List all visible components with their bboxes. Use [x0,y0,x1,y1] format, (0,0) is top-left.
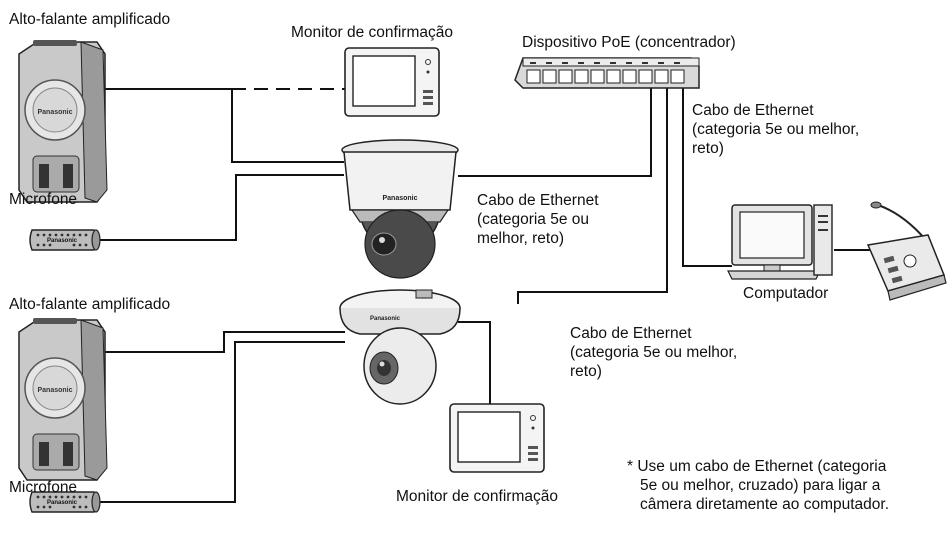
svg-text:Panasonic: Panasonic [47,238,78,244]
computer-label: Computador [743,285,829,302]
poe-hub-icon [514,57,700,89]
svg-text:Panasonic: Panasonic [47,500,78,506]
dome-camera-icon: Panasonic [339,289,461,405]
microphone-icon: Panasonic [29,229,101,251]
microphone-label: Microfone [9,191,78,208]
confirmation-monitor-label: Monitor de confirmação [291,24,453,41]
amplified-speaker-label: Alto-falante amplificado [9,296,171,313]
connection-lines [97,83,873,503]
ethernet-cable-label-right: Cabo de Ethernet (categoria 5e ou melhor… [692,102,860,157]
confirmation-monitor-icon [449,403,545,473]
desk-microphone-icon [866,201,947,301]
footnote: * Use um cabo de Ethernet (categoria 5e … [627,458,889,513]
amplified-speaker-icon: Panasonic [18,40,108,203]
confirmation-monitor-icon [344,47,440,117]
svg-text:Panasonic: Panasonic [37,109,72,116]
computer-icon [727,204,833,280]
svg-text:Panasonic: Panasonic [382,195,417,202]
ethernet-cable-label-middle: Cabo de Ethernet (categoria 5e ou melhor… [477,192,599,247]
microphone-label: Microfone [9,479,78,496]
ptz-camera-icon: Panasonic [341,139,459,279]
poe-device-label: Dispositivo PoE (concentrador) [522,34,736,51]
amplified-speaker-label: Alto-falante amplificado [9,11,171,28]
amplified-speaker-icon: Panasonic [18,318,108,481]
confirmation-monitor-label: Monitor de confirmação [396,488,558,505]
microphone-icon: Panasonic [29,491,101,513]
ethernet-cable-label-bottom: Cabo de Ethernet (categoria 5e ou melhor… [570,325,738,380]
svg-text:Panasonic: Panasonic [370,316,401,322]
svg-text:Panasonic: Panasonic [37,387,72,394]
